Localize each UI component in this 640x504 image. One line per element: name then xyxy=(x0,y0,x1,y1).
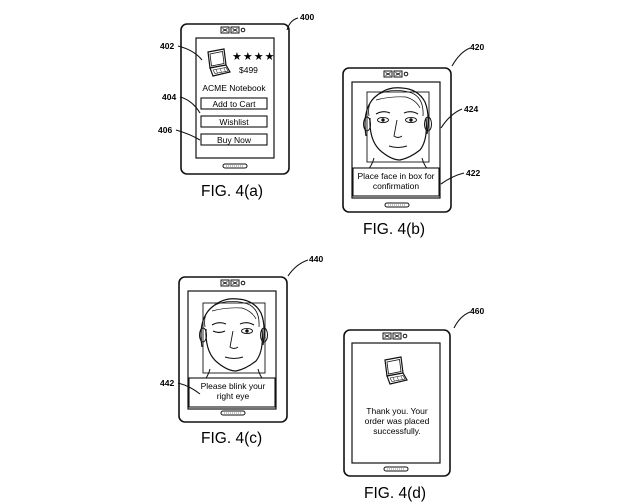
instruction-line1-c: Please blink your xyxy=(201,381,266,391)
ref-420: 420 xyxy=(470,42,484,52)
add-to-cart-button[interactable] xyxy=(200,97,268,110)
device-fig-d: Thank you. Your order was placed success… xyxy=(343,329,451,477)
home-button-icon[interactable] xyxy=(222,163,248,169)
buy-now-button[interactable] xyxy=(200,133,268,146)
fig-label-d: FIG. 4(d) xyxy=(364,485,426,502)
leader-420 xyxy=(451,47,471,67)
leader-404 xyxy=(179,96,201,114)
fig-label-b: FIG. 4(b) xyxy=(363,221,425,238)
home-button-icon[interactable] xyxy=(383,466,409,472)
confirmation-line1: Thank you. Your xyxy=(366,406,428,416)
ref-406: 406 xyxy=(158,125,172,135)
ref-402: 402 xyxy=(160,41,174,51)
leader-422 xyxy=(440,172,465,185)
ref-460: 460 xyxy=(470,306,484,316)
confirmation-line2: order was placed xyxy=(365,416,430,426)
instruction-panel-c xyxy=(188,377,276,408)
ref-442: 442 xyxy=(160,378,174,388)
ref-404: 404 xyxy=(162,92,176,102)
face-capture-box xyxy=(366,91,430,163)
fig-label-c: FIG. 4(c) xyxy=(201,430,262,447)
face-capture-box xyxy=(202,302,266,374)
wishlist-button[interactable] xyxy=(200,115,268,128)
buy-now-label: Buy Now xyxy=(217,135,252,145)
ref-400: 400 xyxy=(300,12,314,22)
product-name: ACME Notebook xyxy=(202,83,266,93)
confirmation-line3: successfully. xyxy=(373,426,421,436)
instruction-line1-b: Place face in box for xyxy=(357,171,434,181)
home-button-icon[interactable] xyxy=(220,410,246,416)
wishlist-label: Wishlist xyxy=(219,117,249,127)
home-button-icon[interactable] xyxy=(384,202,410,208)
leader-440 xyxy=(287,259,309,277)
leader-460 xyxy=(453,311,471,329)
instruction-panel-b xyxy=(352,167,440,197)
device-fig-a: ★★★★ $499 ACME Notebook Add to Cart Wish… xyxy=(180,23,290,175)
ref-422: 422 xyxy=(466,168,480,178)
ref-440: 440 xyxy=(309,254,323,264)
leader-402 xyxy=(177,45,203,61)
add-to-cart-label: Add to Cart xyxy=(213,99,257,109)
device-fig-c: Please blink your right eye xyxy=(178,276,288,423)
leader-424 xyxy=(440,108,463,129)
instruction-line2-c: right eye xyxy=(217,391,250,401)
ref-424: 424 xyxy=(464,104,478,114)
fig-label-a: FIG. 4(a) xyxy=(201,183,263,200)
instruction-line2-b: confirmation xyxy=(373,181,420,191)
leader-406 xyxy=(175,129,201,141)
leader-400 xyxy=(286,17,299,31)
product-price: $499 xyxy=(239,65,258,75)
rating-stars: ★★★★ xyxy=(232,51,275,63)
leader-442 xyxy=(177,382,201,395)
device-fig-b: Place face in box for confirmation xyxy=(342,67,452,213)
